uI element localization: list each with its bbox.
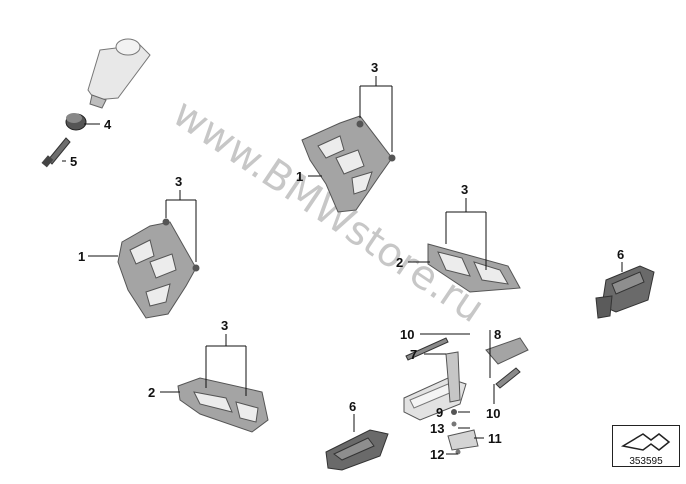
watermark-text: www.BMWstore.ru bbox=[164, 90, 492, 332]
callout-11: 11 bbox=[488, 431, 502, 446]
diagram-reference-box: 353595 bbox=[612, 425, 680, 467]
mounting-plate-right-part bbox=[427, 243, 521, 293]
callout-2-bottom: 2 bbox=[148, 385, 155, 400]
callout-2-right: 2 bbox=[396, 255, 403, 270]
callout-3-right: 3 bbox=[461, 182, 468, 197]
handlebar-grip-part bbox=[87, 38, 151, 109]
callout-12: 12 bbox=[430, 447, 444, 462]
callout-13: 13 bbox=[430, 421, 444, 436]
callout-labels: 3 1 4 5 3 1 3 2 6 3 2 10 8 7 10 9 13 11 … bbox=[70, 60, 624, 462]
bar-end-weight-part bbox=[65, 113, 87, 131]
mounting-plate-bottom-part bbox=[177, 377, 269, 433]
footpeg-right-part bbox=[595, 265, 655, 319]
arrow-icon bbox=[620, 433, 671, 451]
callout-10-lower: 10 bbox=[486, 406, 500, 421]
callout-9: 9 bbox=[436, 405, 443, 420]
callout-4: 4 bbox=[104, 117, 112, 132]
callout-3-upper: 3 bbox=[371, 60, 378, 75]
callout-5: 5 bbox=[70, 154, 77, 169]
callout-6-right: 6 bbox=[617, 247, 624, 262]
heel-guard-left-part bbox=[117, 218, 200, 319]
footpeg-bottom-part bbox=[325, 429, 389, 471]
callout-8: 8 bbox=[494, 327, 501, 342]
callout-7: 7 bbox=[410, 347, 417, 362]
callout-1-upper: 1 bbox=[296, 169, 303, 184]
callout-1-left: 1 bbox=[78, 249, 85, 264]
callout-3-left: 3 bbox=[175, 174, 182, 189]
leader-lines bbox=[62, 76, 623, 455]
callout-3-bottom: 3 bbox=[221, 318, 228, 333]
heel-guard-upper-part bbox=[301, 115, 396, 213]
bar-end-screw-part bbox=[41, 137, 71, 168]
callout-6-bottom: 6 bbox=[349, 399, 356, 414]
diagram-reference-number: 353595 bbox=[629, 456, 663, 467]
callout-10-upper: 10 bbox=[400, 327, 414, 342]
footpeg-assembly-part bbox=[403, 337, 529, 455]
